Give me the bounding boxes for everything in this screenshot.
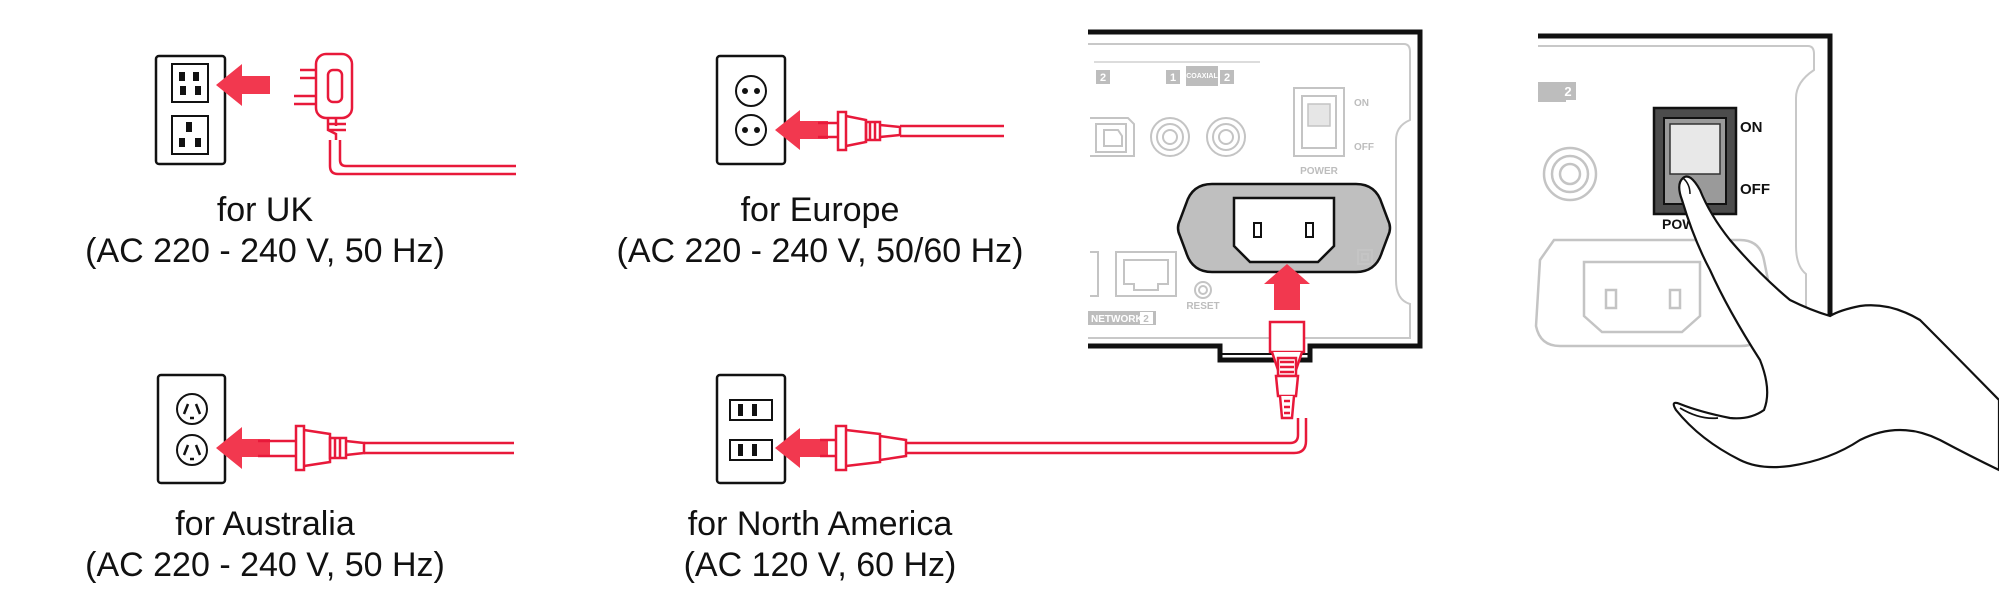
inlet-insert-arrow (1264, 264, 1310, 310)
on-label: ON (1354, 98, 1369, 109)
europe-title: for Europe (740, 191, 900, 229)
north-america-connection (715, 373, 1308, 485)
power-label: POWER (1300, 166, 1339, 177)
closeup-coaxial-jack-icon (1542, 146, 1598, 202)
input-1-label: 1 (1170, 72, 1176, 84)
iec-power-cord-plug (1268, 320, 1306, 420)
north-america-spec: (AC 120 V, 60 Hz) (683, 546, 957, 584)
closeup-on-label: ON (1740, 119, 1763, 136)
coaxial-label: COAXIAL (1186, 73, 1218, 80)
closeup-off-label: OFF (1740, 181, 1770, 198)
ac-inlet (1176, 182, 1392, 274)
europe-wall-outlet (715, 54, 787, 166)
europe-plug (818, 110, 1004, 152)
uk-spec: (AC 220 - 240 V, 50 Hz) (85, 232, 445, 270)
input-2-label: 2 (1224, 72, 1230, 84)
australia-plug (258, 424, 514, 472)
coaxial-jack-1-icon (1150, 117, 1190, 157)
power-switch-closeup: 2 ON OFF POW (1534, 33, 1833, 348)
europe-insert-arrow (775, 110, 828, 150)
australia-spec: (AC 220 - 240 V, 50 Hz) (85, 546, 445, 584)
north-america-title: for North America (687, 505, 953, 543)
optical-jack-icon (1090, 117, 1135, 157)
closeup-power-switch[interactable] (1652, 106, 1738, 216)
uk-plug (294, 52, 516, 176)
uk-caption: for UK (AC 220 - 240 V, 50 Hz) (55, 190, 475, 272)
australia-caption: for Australia (AC 220 - 240 V, 50 Hz) (55, 504, 475, 586)
coaxial-jack-2-icon (1206, 117, 1246, 157)
off-label: OFF (1354, 142, 1374, 153)
north-america-plug (820, 418, 1308, 472)
closeup-input-2-label: 2 (1564, 84, 1571, 99)
uk-title: for UK (216, 191, 314, 229)
north-america-wall-outlet (715, 373, 787, 485)
europe-connection (715, 54, 1004, 166)
input-2-left-label: 2 (1100, 72, 1106, 84)
hand-pressing-switch (1672, 175, 1999, 472)
australia-insert-arrow (216, 427, 270, 469)
australia-connection (156, 373, 514, 485)
australia-wall-outlet (156, 373, 227, 485)
europe-caption: for Europe (AC 220 - 240 V, 50/60 Hz) (590, 190, 1050, 272)
rear-panel: 2 1 COAXIAL 2 ON OFF POWER (1088, 29, 1423, 363)
coaxial-input-labels (1096, 66, 1234, 86)
reset-button-icon (1194, 281, 1212, 299)
reset-label: RESET (1186, 301, 1219, 312)
uk-connection (154, 52, 516, 176)
network-port-icon (1090, 251, 1177, 297)
power-switch[interactable] (1293, 87, 1345, 157)
uk-insert-arrow (216, 64, 270, 106)
europe-spec: (AC 220 - 240 V, 50/60 Hz) (616, 232, 1024, 270)
north-america-insert-arrow (775, 428, 828, 468)
north-america-caption: for North America (AC 120 V, 60 Hz) (620, 504, 1020, 586)
ground-screw-icon (1357, 249, 1373, 265)
network-number: 2 (1143, 314, 1149, 325)
australia-title: for Australia (175, 505, 355, 543)
network-label: NETWORK (1091, 314, 1143, 325)
uk-wall-outlet (154, 54, 227, 166)
